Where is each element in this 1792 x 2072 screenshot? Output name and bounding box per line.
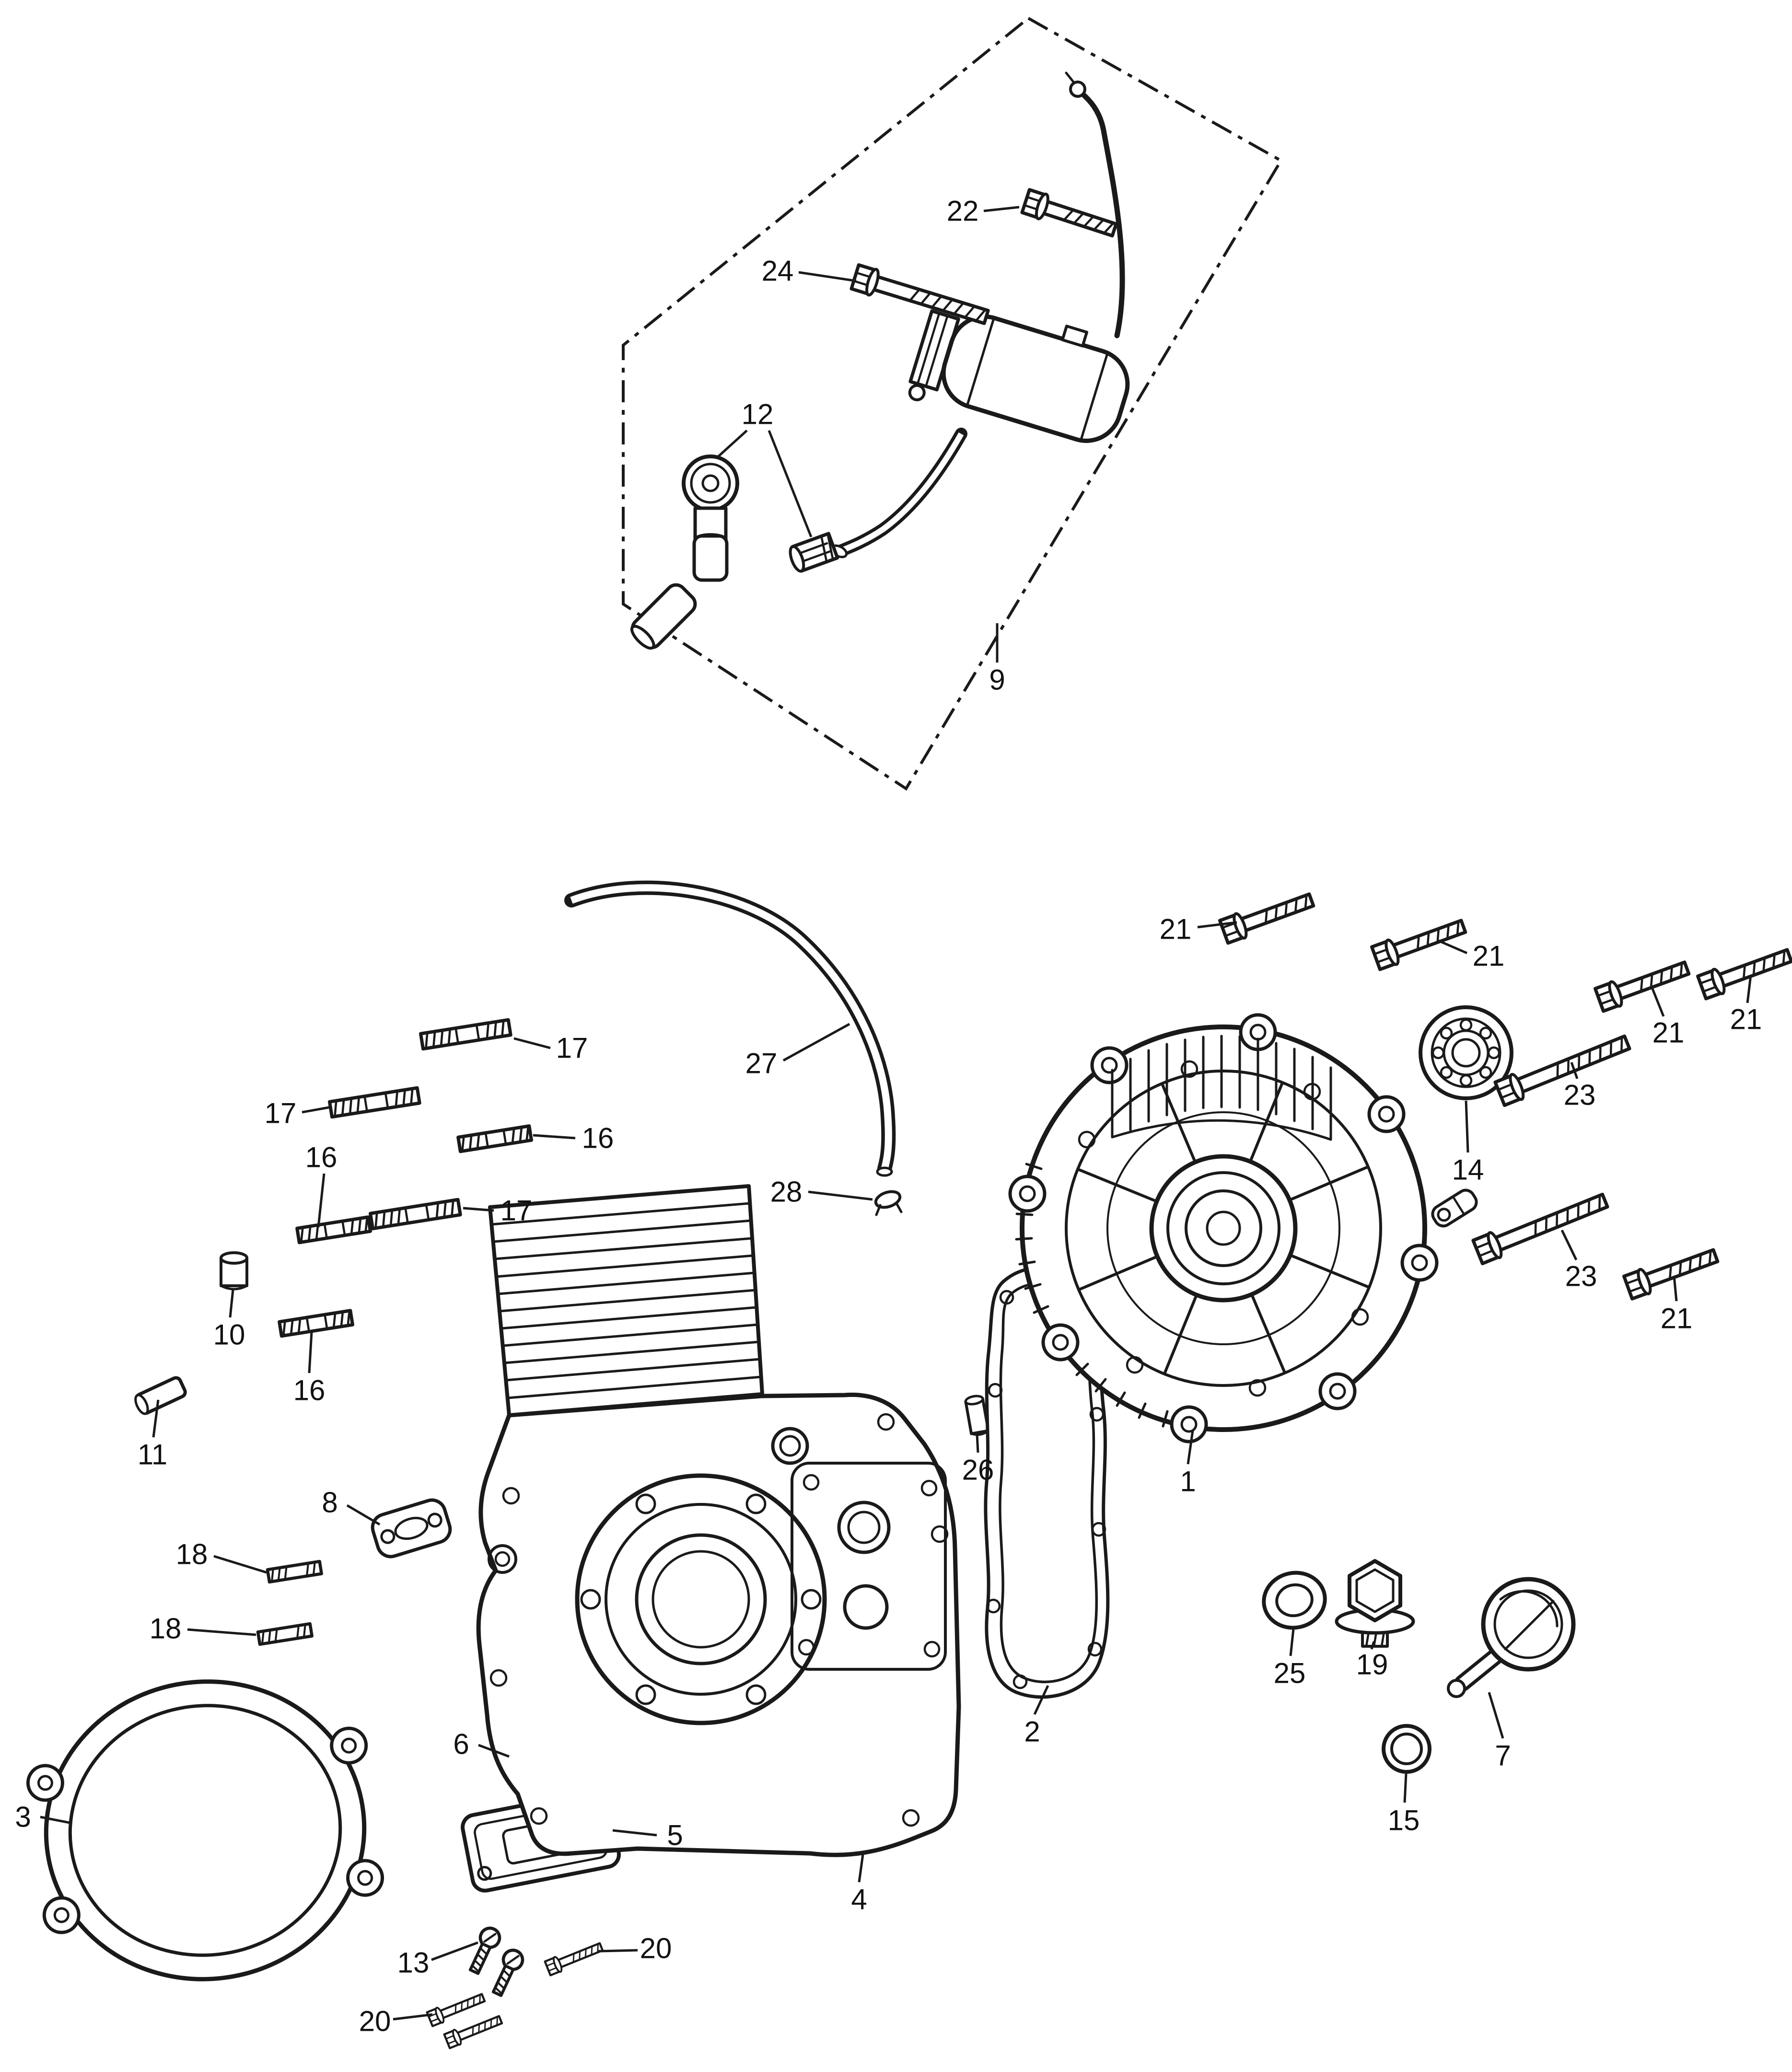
leader-line-8 xyxy=(346,1504,381,1526)
part-28-tube-clip xyxy=(874,1190,903,1216)
leader-line-24 xyxy=(798,271,857,282)
part-14-bearing xyxy=(1419,1005,1513,1100)
leader-line-21 xyxy=(1651,987,1665,1017)
leader-line-17 xyxy=(463,1207,494,1212)
leader-line-12 xyxy=(768,430,813,537)
leader-line-3 xyxy=(40,1816,72,1825)
leader-line-25 xyxy=(1289,1629,1295,1656)
leader-line-16 xyxy=(308,1331,313,1374)
part-11-pin xyxy=(134,1376,187,1415)
part-8-gasket xyxy=(371,1498,452,1559)
leader-line-17 xyxy=(513,1037,551,1049)
leader-line-20 xyxy=(598,1949,638,1953)
leader-line-28 xyxy=(808,1190,873,1201)
leader-line-4 xyxy=(858,1854,864,1883)
leader-line-17 xyxy=(302,1106,329,1114)
leader-line-21 xyxy=(1673,1276,1678,1302)
part-3-gasket xyxy=(26,1679,384,1981)
part-4-cylinder-crankcase xyxy=(476,1184,961,1857)
part-25-washer xyxy=(1262,1571,1327,1630)
leader-line-7 xyxy=(1488,1692,1504,1739)
leader-line-19 xyxy=(1370,1641,1375,1650)
clamp-stay xyxy=(1431,1188,1478,1228)
leader-line-18 xyxy=(213,1555,267,1574)
leader-line-27 xyxy=(782,1023,850,1062)
leader-line-2 xyxy=(1033,1685,1049,1715)
part-12-plug-cap xyxy=(630,454,839,650)
leader-line-16 xyxy=(533,1134,576,1140)
leader-line-12 xyxy=(715,430,748,459)
leader-line-21 xyxy=(1438,939,1467,955)
leader-line-23 xyxy=(1560,1229,1578,1261)
leader-line-21 xyxy=(1746,975,1752,1003)
part-27-breather-tube xyxy=(564,880,896,1177)
leader-line-10 xyxy=(229,1289,234,1318)
part-1-side-cover xyxy=(1008,1013,1439,1443)
leader-line-18 xyxy=(187,1628,256,1636)
part-15-oring xyxy=(1382,1724,1431,1774)
part-7-filler-cap xyxy=(1447,1577,1576,1698)
leader-line-6 xyxy=(478,1744,510,1758)
leader-line-5 xyxy=(612,1829,657,1837)
part-10-pin xyxy=(220,1251,248,1291)
leader-line-26 xyxy=(976,1434,979,1453)
part-9-ignition-coil xyxy=(830,71,1130,559)
leader-line-14 xyxy=(1465,1100,1469,1153)
leader-line-13 xyxy=(431,1941,478,1961)
leader-line-23 xyxy=(1570,1062,1579,1079)
part-19-drain-plug xyxy=(1335,1559,1415,1648)
leader-line-21 xyxy=(1197,921,1237,929)
leader-line-11 xyxy=(152,1399,160,1438)
leader-line-15 xyxy=(1403,1773,1408,1803)
ignition-group-boundary xyxy=(622,16,1283,791)
leader-lines xyxy=(40,206,1752,2021)
leader-line-20 xyxy=(393,2013,433,2021)
leader-line-22 xyxy=(983,206,1020,212)
leader-line-1 xyxy=(1187,1430,1194,1465)
leader-line-16 xyxy=(317,1173,326,1228)
